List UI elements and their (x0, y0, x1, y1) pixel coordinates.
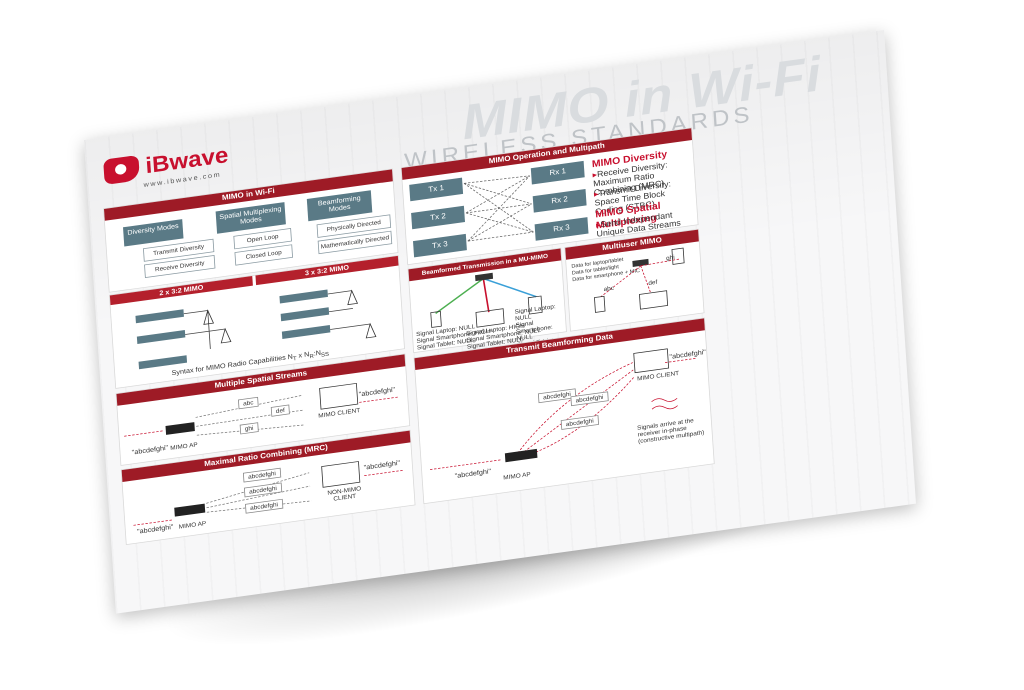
multipath-diagram (463, 175, 534, 242)
multiuser-tag-1: abc (603, 284, 615, 293)
config-diagram (135, 289, 377, 370)
tx-beamforming-diagram (430, 348, 698, 470)
beamforming-heading: Beamforming Modes (306, 190, 373, 222)
multiuser-tag-3: ghi (665, 253, 675, 262)
beam-diagram (430, 272, 543, 328)
mimo-config-panel: 2 x 3:2 MIMO 3 x 3:2 MIMO Syntax for MIM… (109, 255, 405, 389)
spatial-streams-panel: Multiple Spatial Streams "abcdefghi" MIM… (115, 353, 411, 466)
logo-mark-icon (103, 154, 140, 185)
poster: iBwave www.ibwave.com MIMO in Wi-Fi WIRE… (84, 30, 916, 614)
mrc-panel: Maximal Ratio Combining (MRC) abcdefghi … (120, 429, 416, 546)
spatial-heading: Spatial Multiplexing Modes (215, 202, 286, 234)
operation-panel: MIMO Operation and Multipath Tx 1 Tx 2 T… (400, 127, 699, 266)
beamformed-panel: Beamformed Transmission in a MU-MIMO Env… (407, 247, 567, 355)
stage: iBwave www.ibwave.com MIMO in Wi-Fi WIRE… (0, 0, 1024, 666)
multiuser-diagram (594, 247, 685, 313)
multiuser-panel: Multiuser MIMO Data for laptop/tablet Da… (564, 228, 705, 332)
syntax-mid: x N (296, 350, 310, 360)
diversity-heading: Diversity Modes (123, 219, 184, 247)
multiuser-tag-2: def (648, 278, 658, 287)
tx-beamforming-panel: Transmit Beamforming Data abcdefghi abcd… (413, 317, 715, 505)
syntax-sub-ss: SS (320, 350, 330, 359)
